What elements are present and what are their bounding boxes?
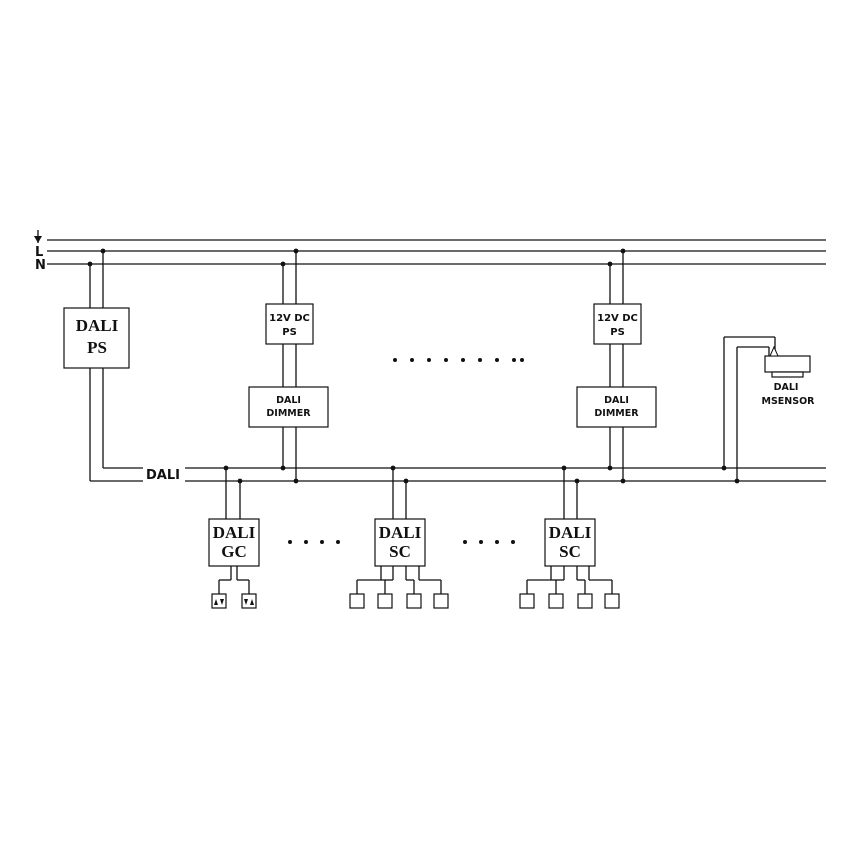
dali-motion-sensor: DALI MSENSOR xyxy=(721,336,816,484)
dali-sc-box-2 xyxy=(544,518,596,567)
dali-power-supply: DALI PS xyxy=(63,248,130,481)
dimmer-label-1a: DALI xyxy=(276,395,301,406)
dimmer-box-1 xyxy=(248,386,329,428)
sc1-label-2: SC xyxy=(389,542,411,561)
dimmer-branch-1: 12V DC PS DALI DIMMER xyxy=(248,248,329,484)
dali-bus-label: DALI xyxy=(146,468,180,483)
sc2-label-2: SC xyxy=(559,542,581,561)
dali-bus: DALI xyxy=(90,467,826,483)
switch-icon xyxy=(349,593,365,609)
switch-icon xyxy=(433,593,449,609)
controller-ellipsis-left xyxy=(288,540,340,544)
dali-sc-box-1 xyxy=(374,518,426,567)
earth-icon xyxy=(34,230,42,243)
switch-icon xyxy=(406,593,422,609)
gc-label-2: GC xyxy=(221,542,247,561)
ps-12v-label-2b: PS xyxy=(610,327,625,338)
ps-12v-box-1 xyxy=(265,303,314,345)
sensor-label-2: MSENSOR xyxy=(762,396,816,407)
push-button-icon xyxy=(211,593,227,609)
mains-bus: L N xyxy=(34,230,826,273)
switch-icon xyxy=(604,593,620,609)
ps-12v-label-2a: 12V DC xyxy=(597,313,638,324)
dimmer-branch-2: 12V DC PS DALI DIMMER xyxy=(576,248,657,484)
dali-gc-box xyxy=(208,518,260,567)
sc2-label-1: DALI xyxy=(549,523,592,542)
dimmer-label-2a: DALI xyxy=(604,395,629,406)
gc-label-1: DALI xyxy=(213,523,256,542)
switch-icon xyxy=(548,593,564,609)
ps-12v-box-2 xyxy=(593,303,642,345)
switch-icon xyxy=(577,593,593,609)
dali-sc-group-1: DALI SC xyxy=(349,465,449,609)
dimmer-box-2 xyxy=(576,386,657,428)
live-label: L xyxy=(35,245,43,260)
switch-icon xyxy=(519,593,535,609)
dali-sc-group-2: DALI SC xyxy=(519,465,620,609)
sensor-label-1: DALI xyxy=(774,382,799,393)
neutral-label: N xyxy=(35,258,46,273)
sc1-label-1: DALI xyxy=(379,523,422,542)
controller-ellipsis-right xyxy=(463,540,515,544)
ps-12v-label-1a: 12V DC xyxy=(269,313,310,324)
dimmer-label-1b: DIMMER xyxy=(266,408,311,419)
switch-icon xyxy=(377,593,393,609)
dali-ps-label-2: PS xyxy=(87,338,107,357)
dali-ps-box xyxy=(63,307,130,369)
motion-sensor-icon xyxy=(764,345,811,378)
dimmer-label-2b: DIMMER xyxy=(594,408,639,419)
dimmer-ellipsis xyxy=(393,358,524,362)
ps-12v-label-1b: PS xyxy=(282,327,297,338)
dali-gc-group: DALI GC xyxy=(208,465,260,609)
dali-ps-label-1: DALI xyxy=(76,316,119,335)
push-button-icon xyxy=(241,593,257,609)
